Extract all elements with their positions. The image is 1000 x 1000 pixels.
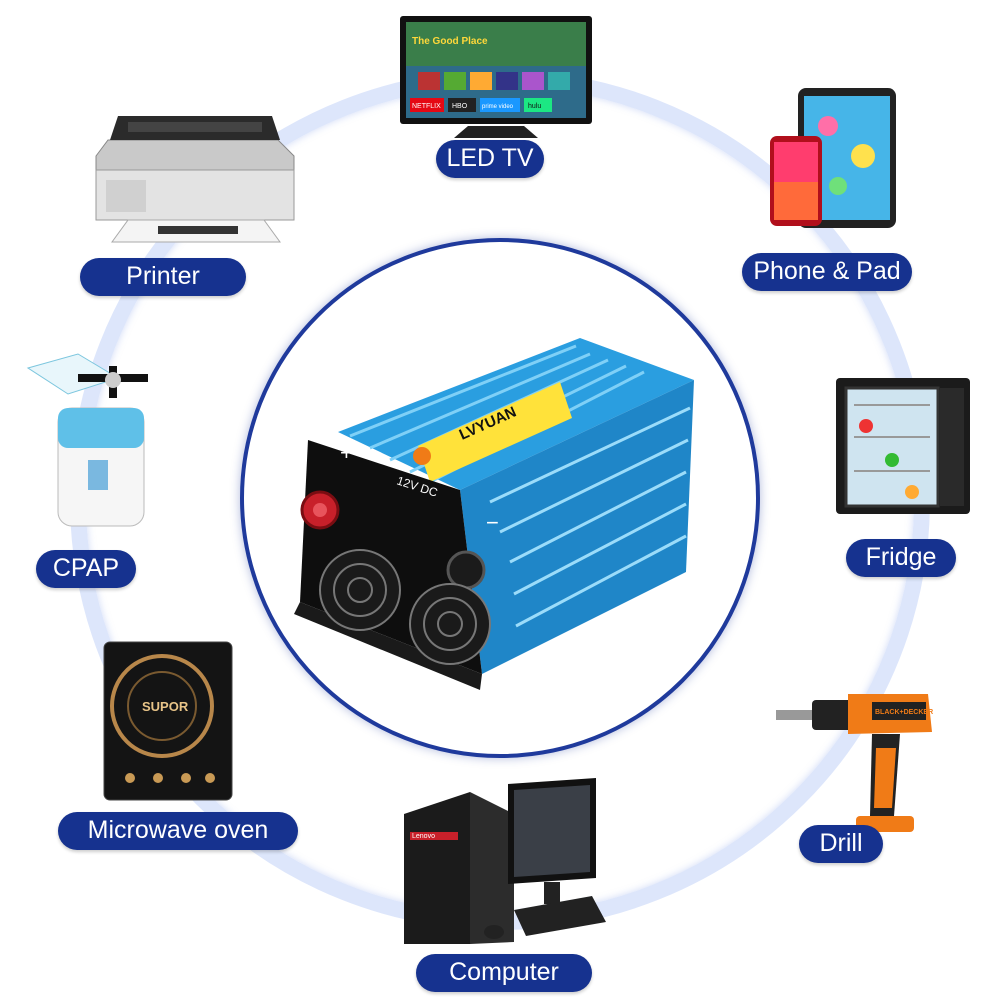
label-led-tv: LED TV — [436, 140, 544, 178]
printer-image — [95, 116, 295, 243]
inverter-minus: − — [486, 510, 499, 535]
tv-app-1: NETFLIX — [412, 103, 441, 110]
computer-brand: Lenovo — [412, 833, 435, 840]
drill-brand: BLACK+DECKER — [875, 709, 933, 716]
tv-app-3: prime video — [482, 104, 514, 110]
label-cpap: CPAP — [36, 550, 136, 588]
tv-show-title: The Good Place — [412, 36, 488, 47]
label-phone-pad: Phone & Pad — [742, 253, 912, 291]
label-fridge: Fridge — [846, 539, 956, 577]
computer-image: Lenovo — [404, 778, 606, 944]
label-drill: Drill — [799, 825, 883, 863]
label-computer: Computer — [416, 954, 592, 992]
cpap-image — [26, 353, 148, 527]
led-tv-image: The Good Place NETFLIX HBO prime video h… — [400, 16, 592, 138]
label-microwave-oven: Microwave oven — [58, 812, 298, 850]
drill-image: BLACK+DECKER — [776, 694, 933, 832]
tv-app-4: hulu — [528, 103, 541, 110]
microwave-oven-image: SUPOR — [103, 641, 233, 801]
inverter-plus: + — [340, 440, 353, 465]
fridge-image — [836, 378, 970, 514]
cooktop-brand: SUPOR — [142, 699, 189, 714]
inverter-image: LVYUAN + − 12V DC — [294, 338, 694, 690]
tv-app-2: HBO — [452, 103, 468, 110]
phone-pad-image — [770, 88, 896, 228]
label-printer: Printer — [80, 258, 246, 296]
